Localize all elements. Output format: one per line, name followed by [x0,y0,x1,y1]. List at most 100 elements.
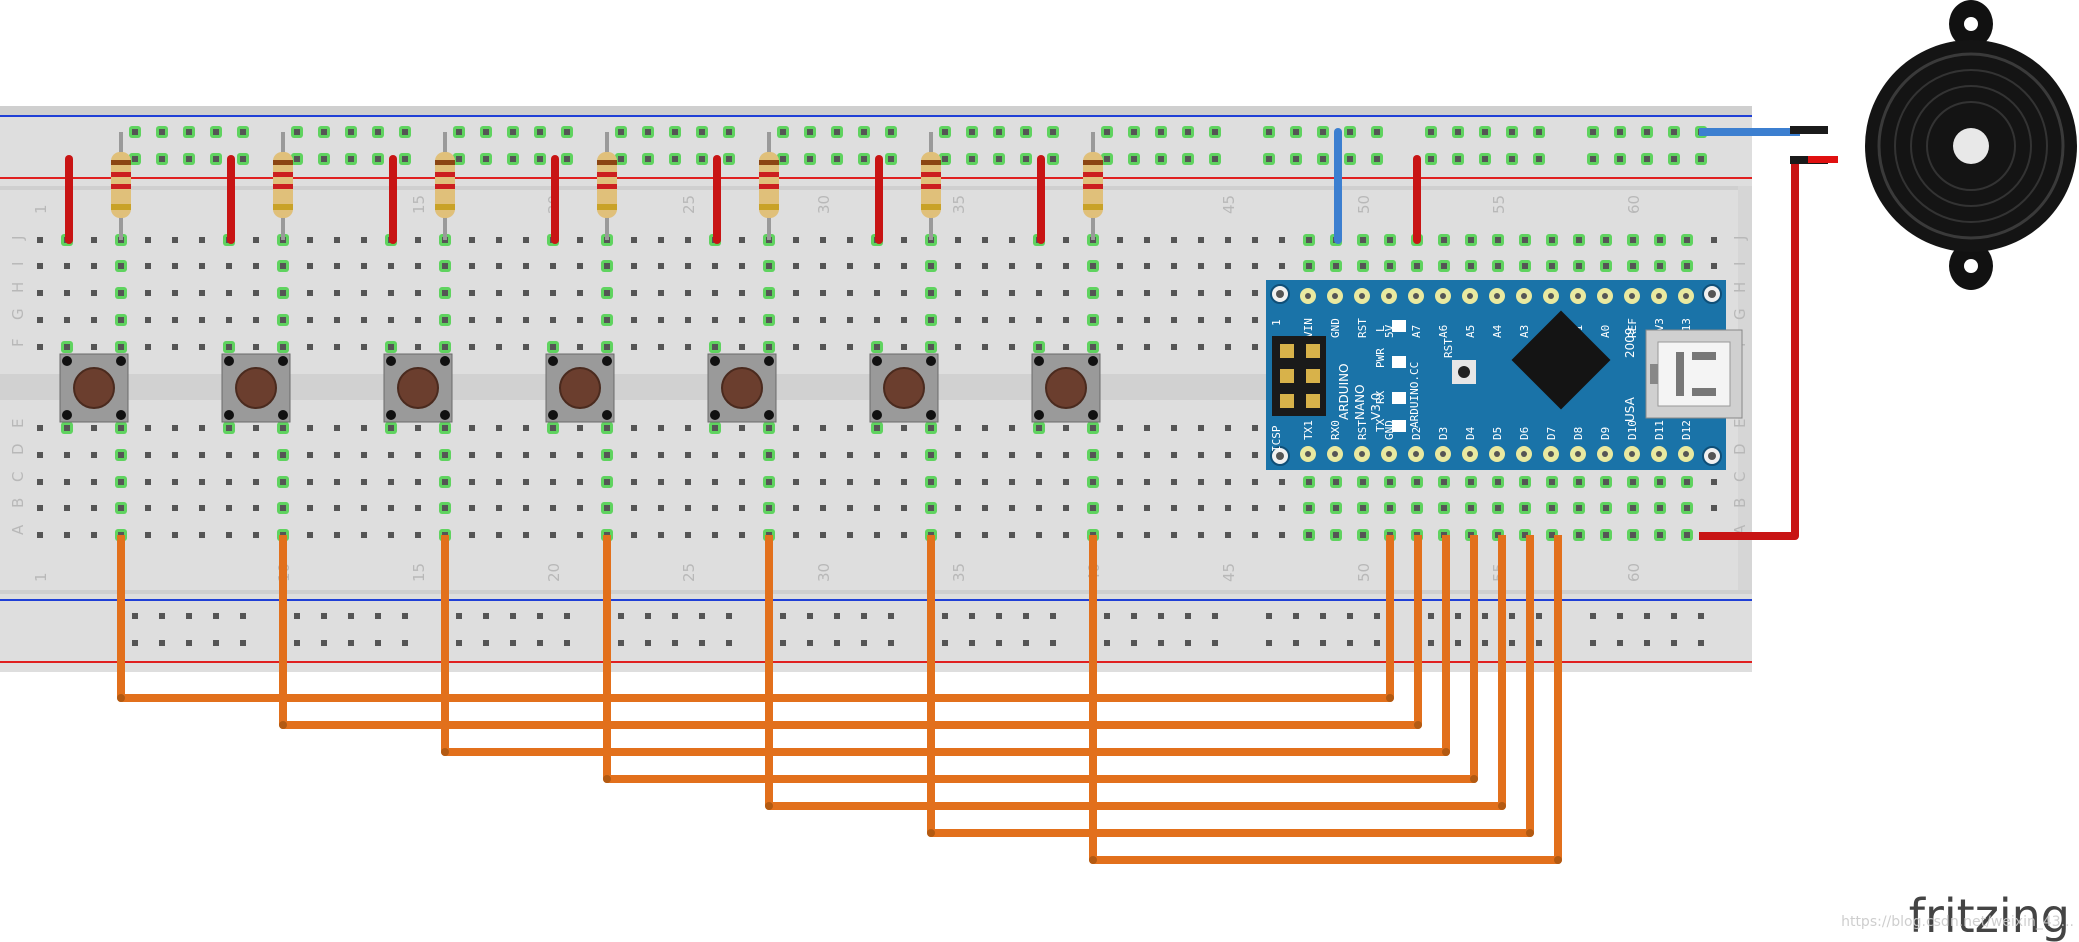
rail-hole [507,126,519,138]
resistor[interactable] [921,132,941,240]
orange-wire[interactable] [927,535,1534,837]
orange-wire[interactable] [279,535,1422,729]
resistor[interactable] [435,132,455,240]
hole [793,505,799,511]
hole [685,344,691,350]
hole [91,479,97,485]
rail-hole [186,640,192,646]
nano-pin-label: GND [1329,318,1342,338]
row-letter: J [9,236,27,241]
push-button[interactable] [707,353,777,423]
arduino-nano[interactable]: VINTX1GNDRX0RSTRST5VGNDA7D2A6D3A5D4A4D5A… [1266,280,1743,470]
orange-wire[interactable] [603,535,1478,783]
hole [307,317,313,323]
push-button[interactable] [545,353,615,423]
hole [1087,314,1099,326]
rail-hole [1509,640,1515,646]
rail-hole [1374,640,1380,646]
hole [1627,476,1639,488]
resistor[interactable] [597,132,617,240]
hole [901,479,907,485]
hole [982,425,988,431]
rail-hole [993,153,1005,165]
button-cap[interactable] [397,367,439,409]
hole [1225,425,1231,431]
resistor[interactable] [111,132,131,240]
hole [685,479,691,485]
resistor[interactable] [1083,132,1103,240]
button-cap[interactable] [1045,367,1087,409]
push-button[interactable] [221,353,291,423]
hole [523,344,529,350]
hole [469,237,475,243]
rail-hole [807,640,813,646]
button-cap[interactable] [559,367,601,409]
hole [415,290,421,296]
row-letter: G [1731,308,1749,320]
row-letter: F [9,338,27,347]
rail-hole [1614,126,1626,138]
resistor[interactable] [273,132,293,240]
hole [925,287,937,299]
rail-hole [1020,126,1032,138]
column-number-bottom: 35 [950,563,968,582]
rail-hole [1158,613,1164,619]
hole [523,532,529,538]
hole [955,452,961,458]
fritzing-logo: fritzing [1909,889,2070,942]
hole [577,263,583,269]
hole [658,505,664,511]
rail-hole [672,640,678,646]
rail-hole [129,126,141,138]
hole [1144,425,1150,431]
rail-hole [939,126,951,138]
push-button[interactable] [383,353,453,423]
hole [1465,234,1477,246]
rail-hole [1428,640,1434,646]
rail-hole [534,153,546,165]
rail-hole [618,613,624,619]
hole [388,452,394,458]
hole [469,344,475,350]
hole [1519,260,1531,272]
hole [469,290,475,296]
orange-wire[interactable] [765,535,1506,810]
hole [361,263,367,269]
hole [469,532,475,538]
hole [361,505,367,511]
orange-wire[interactable] [441,535,1450,756]
rail-hole [1455,640,1461,646]
hole [415,532,421,538]
nano-led-label: TX [1374,418,1387,432]
button-cap[interactable] [73,367,115,409]
hole [658,317,664,323]
button-cap[interactable] [721,367,763,409]
piezo-buzzer[interactable] [1790,0,2077,290]
rail-hole [669,126,681,138]
hole [226,479,232,485]
hole [64,263,70,269]
column-number-bottom: 25 [680,563,698,582]
hole [1252,344,1258,350]
column-number-top: 25 [680,195,698,214]
rail-hole [969,640,975,646]
hole [1009,317,1015,323]
button-cap[interactable] [883,367,925,409]
push-button[interactable] [869,353,939,423]
orange-wire[interactable] [117,535,1394,702]
hole [1600,502,1612,514]
column-number-bottom: 60 [1625,563,1643,582]
rail-hole [1047,126,1059,138]
resistor[interactable] [759,132,779,240]
push-button[interactable] [59,353,129,423]
rail-hole [183,153,195,165]
hole [199,425,205,431]
rail-hole [1455,613,1461,619]
hole [307,452,313,458]
push-button[interactable] [1031,353,1101,423]
hole [874,479,880,485]
button-cap[interactable] [235,367,277,409]
orange-wire[interactable] [1089,535,1562,864]
hole [1171,532,1177,538]
hole [1252,263,1258,269]
